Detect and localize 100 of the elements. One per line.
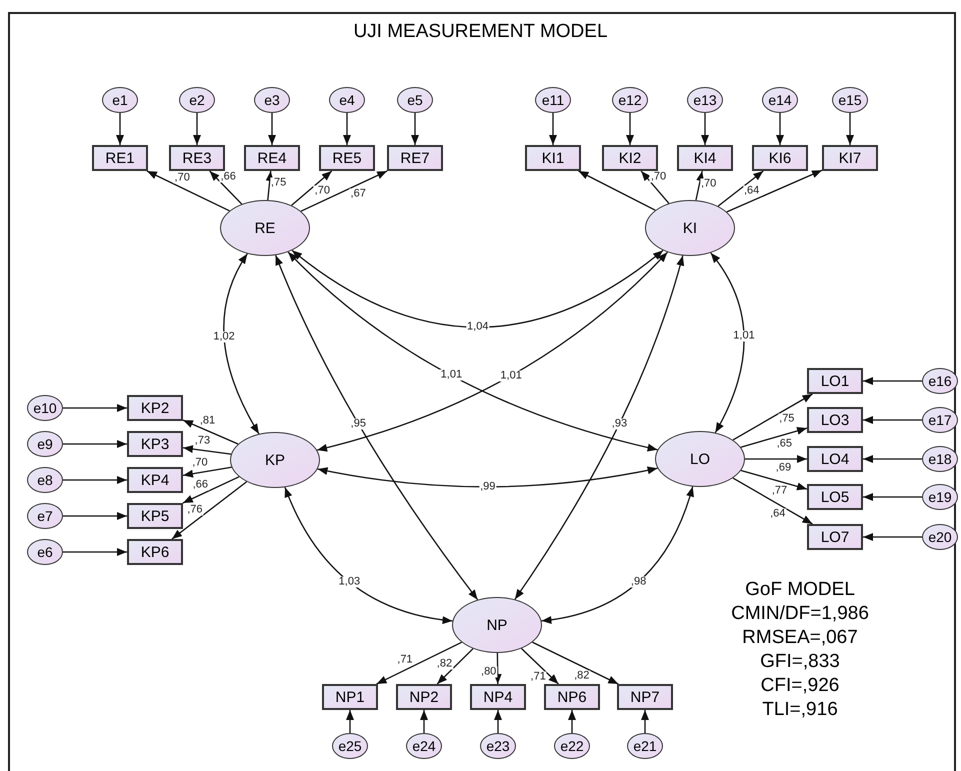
edge-label: ,71 — [396, 654, 414, 666]
arrow — [732, 393, 813, 440]
edge-label: ,80 — [480, 666, 498, 678]
edge-label: ,99 — [479, 481, 496, 492]
indicator-box: RE4 — [244, 145, 300, 171]
arrow — [695, 170, 704, 200]
indicator-box: LO1 — [807, 368, 863, 394]
edge-label: ,70 — [174, 172, 191, 184]
edge-label: 1,01 — [732, 330, 756, 342]
error-circle: e20 — [922, 524, 958, 550]
arrow — [209, 170, 242, 204]
indicator-box: NP1 — [322, 684, 378, 710]
arrow — [740, 470, 808, 490]
edge-label: 1,02 — [212, 331, 236, 342]
arrow — [300, 170, 388, 212]
error-circle: e11 — [535, 87, 571, 113]
covariance-arrow — [292, 250, 664, 328]
edge-label: ,82 — [436, 658, 454, 670]
fit-statistic-text: TLI=,916 — [762, 698, 838, 722]
indicator-box: KI7 — [822, 145, 878, 171]
edge-label: ,81 — [198, 415, 216, 426]
latent-ellipse: NP — [452, 597, 542, 653]
arrow — [568, 710, 576, 733]
arrow — [745, 455, 807, 463]
indicator-box: NP4 — [470, 684, 526, 710]
arrow — [411, 113, 419, 145]
edge-label: ,70 — [700, 178, 718, 190]
arrow — [182, 420, 238, 445]
arrow — [740, 427, 808, 448]
arrow — [641, 710, 649, 733]
indicator-box: RE7 — [387, 145, 443, 171]
arrow — [376, 642, 462, 685]
arrow — [776, 113, 784, 145]
arrow — [116, 113, 124, 145]
covariance-arrow — [541, 486, 694, 624]
error-circle: e7 — [27, 503, 63, 529]
indicator-box: KI4 — [677, 145, 733, 171]
indicator-box: RE1 — [92, 145, 148, 171]
arrow — [172, 481, 248, 540]
error-circle: e17 — [922, 407, 958, 433]
error-circle: e23 — [480, 733, 516, 759]
edge-label: ,77 — [770, 485, 788, 496]
arrow — [521, 648, 559, 684]
error-circle: e8 — [27, 467, 63, 493]
arrow — [494, 710, 502, 733]
arrow — [532, 642, 619, 685]
error-circle: e4 — [329, 87, 365, 113]
edge-label: 1,01 — [440, 370, 464, 381]
error-circle: e6 — [27, 539, 63, 565]
indicator-box: LO4 — [807, 446, 863, 472]
edge-label: ,82 — [573, 670, 590, 682]
arrow — [718, 170, 764, 207]
indicator-box: KP4 — [127, 467, 183, 493]
arrow — [863, 377, 922, 385]
arrow — [436, 648, 474, 684]
arrow — [63, 476, 127, 484]
arrow — [626, 113, 634, 145]
edge-label: ,69 — [774, 462, 792, 474]
fit-statistic-text: RMSEA=,067 — [742, 626, 858, 650]
latent-ellipse: KI — [645, 200, 735, 256]
edge-label: ,66 — [220, 172, 237, 183]
error-circle: e3 — [254, 87, 290, 113]
arrow — [863, 533, 922, 541]
arrow — [146, 170, 230, 212]
edge-label: ,73 — [194, 436, 212, 447]
indicator-box: KI1 — [525, 145, 581, 171]
arrow — [726, 170, 822, 212]
arrow — [63, 548, 127, 556]
edge-label: ,75 — [778, 414, 796, 425]
indicator-box: NP7 — [617, 684, 673, 710]
arrow — [266, 170, 274, 200]
indicator-box: LO5 — [807, 484, 863, 510]
edge-label: ,70 — [314, 185, 331, 196]
covariance-arrow — [284, 487, 453, 624]
arrow — [63, 512, 127, 520]
edge-label: ,70 — [191, 458, 209, 469]
error-circle: e10 — [27, 395, 63, 421]
error-circle: e22 — [554, 733, 590, 759]
arrow — [701, 113, 709, 145]
arrow — [863, 455, 922, 463]
arrow — [343, 113, 351, 145]
edge-label: ,67 — [350, 188, 367, 200]
covariance-arrow — [317, 466, 658, 488]
indicator-box: KP3 — [127, 431, 183, 457]
indicator-box: LO7 — [807, 524, 863, 550]
covariance-arrow — [710, 252, 745, 433]
error-circle: e12 — [612, 87, 648, 113]
error-circle: e24 — [406, 733, 442, 759]
arrow — [549, 113, 557, 145]
fit-statistic-text: CFI=,926 — [760, 674, 840, 698]
error-circle: e15 — [832, 87, 868, 113]
error-circle: e2 — [179, 87, 215, 113]
error-circle: e21 — [627, 733, 663, 759]
error-circle: e16 — [922, 368, 958, 394]
indicator-box: KP6 — [127, 539, 183, 565]
error-circle: e9 — [27, 431, 63, 457]
indicator-box: LO3 — [807, 407, 863, 433]
edge-label: ,66 — [192, 479, 210, 490]
arrow — [494, 653, 502, 684]
fit-statistic-text: GFI=,833 — [760, 650, 840, 674]
